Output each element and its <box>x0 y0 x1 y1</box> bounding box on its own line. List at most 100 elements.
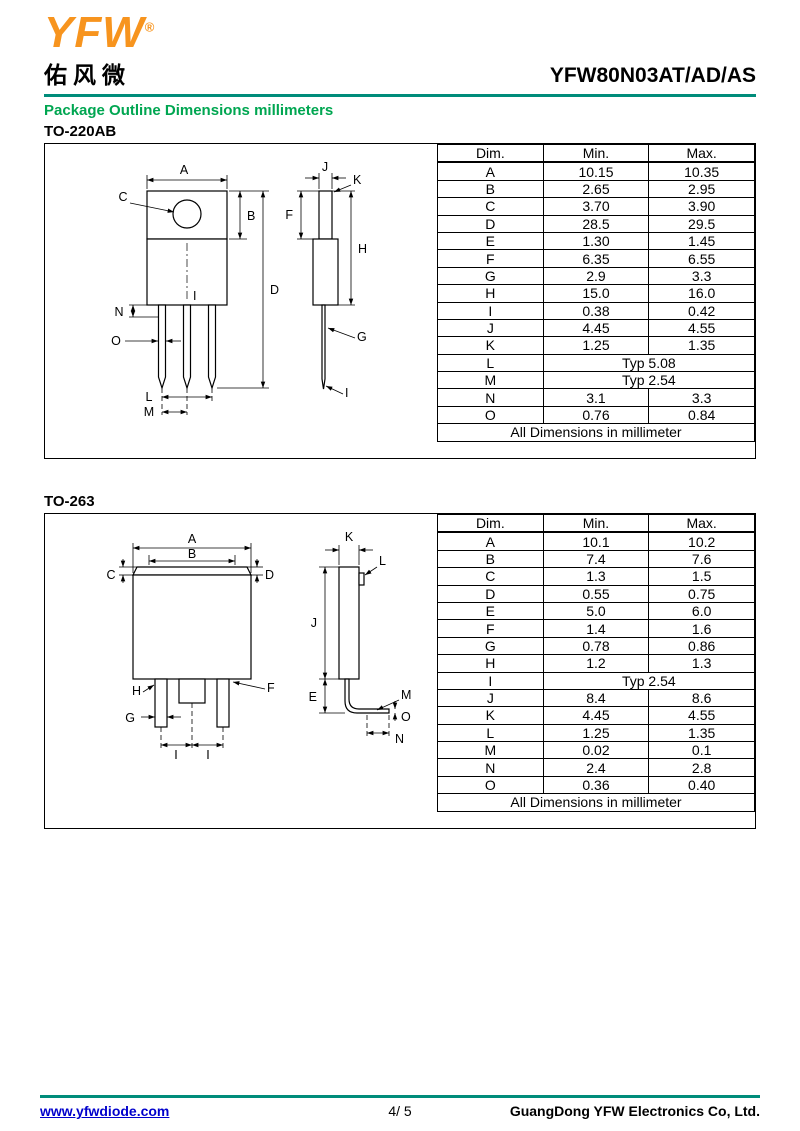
dim-label-f: F <box>285 208 293 222</box>
max-value-cell: 4.55 <box>648 318 755 338</box>
max-value-cell: 6.55 <box>648 249 755 268</box>
dim-cell: G <box>437 636 544 656</box>
to220ab-package-drawing: A C B D N <box>45 144 437 458</box>
max-value-cell: 6.0 <box>648 601 755 621</box>
table-header-row: Dim.Min.Max. <box>437 144 755 164</box>
dim-cell: A <box>437 161 544 181</box>
dim-label-a: A <box>180 163 189 177</box>
max-value-cell: 10.2 <box>648 531 755 551</box>
lead-2 <box>216 678 230 728</box>
part-number-title: YFW80N03AT/AD/AS <box>549 64 756 87</box>
section-heading: Package Outline Dimensions millimeters <box>44 102 334 119</box>
max-value-cell: 3.3 <box>648 388 755 407</box>
min-value-cell: 1.3 <box>542 567 650 586</box>
dim-label-o: O <box>111 334 121 348</box>
table-footer-note: All Dimensions in millimeter <box>437 793 755 812</box>
package-section-to220ab: TO-220AB <box>44 123 756 459</box>
dim-cell: O <box>437 405 544 425</box>
to263-outline-box: A B C D <box>44 513 756 829</box>
max-value-cell: 3.3 <box>648 266 755 286</box>
dim-cell: I <box>437 301 544 320</box>
side-tab-edge <box>358 572 365 586</box>
dim-cell: F <box>437 619 544 638</box>
dim-cell: K <box>437 706 544 725</box>
to220ab-drawing-svg: A C B D N <box>111 160 367 419</box>
min-value-cell: 7.4 <box>542 549 650 569</box>
min-value-cell: 15.0 <box>542 284 650 303</box>
min-value-cell: 2.4 <box>542 758 650 777</box>
dim-cell: D <box>437 214 544 233</box>
page-header: YFW® 佑风微 YFW80N03AT/AD/AS <box>44 11 756 90</box>
min-value-cell: 1.2 <box>542 654 650 673</box>
dim-cell: H <box>437 284 544 303</box>
table-header-cell: Min. <box>542 144 650 164</box>
dim-cell: D <box>437 584 544 603</box>
table-footer-note: All Dimensions in millimeter <box>437 423 755 442</box>
min-value-cell: 6.35 <box>542 249 650 268</box>
min-value-cell: 1.25 <box>542 723 650 743</box>
dim-label-i-front: I <box>193 289 196 303</box>
dim-label-m: M <box>144 405 154 419</box>
min-value-cell: 3.1 <box>542 388 650 407</box>
dim-label-d: D <box>265 568 274 582</box>
dim-cell: G <box>437 266 544 286</box>
max-value-cell: 1.3 <box>648 654 755 673</box>
typ-value-cell: Typ 5.08 <box>542 353 756 373</box>
dim-cell: C <box>437 197 544 216</box>
center-tab <box>178 678 206 704</box>
page-footer: www.yfwdiode.com 4/ 5 GuangDong YFW Elec… <box>40 1091 760 1119</box>
min-value-cell: 2.9 <box>542 266 650 286</box>
min-value-cell: 0.36 <box>542 775 650 795</box>
max-value-cell: 0.84 <box>648 405 755 425</box>
min-value-cell: 0.55 <box>542 584 650 603</box>
lead-1 <box>157 304 167 390</box>
dim-cell: J <box>437 688 544 708</box>
min-value-cell: 1.4 <box>542 619 650 638</box>
dim-label-b: B <box>247 209 255 223</box>
package-section-to263: TO-263 <box>44 493 756 829</box>
dim-cell: H <box>437 654 544 673</box>
min-value-cell: 2.65 <box>542 179 650 199</box>
dim-label-h: H <box>132 684 141 698</box>
dim-label-k: K <box>353 173 362 187</box>
dim-cell: J <box>437 318 544 338</box>
table-header-cell: Min. <box>542 514 650 534</box>
dim-label-k: K <box>345 530 354 544</box>
dim-cell: L <box>437 353 544 373</box>
logo-text: YFW <box>44 8 145 58</box>
dim-label-a: A <box>188 532 197 546</box>
max-value-cell: 0.1 <box>648 741 755 760</box>
website-link[interactable]: www.yfwdiode.com <box>40 1103 170 1119</box>
mounting-hole <box>172 199 202 229</box>
dim-cell: C <box>437 567 544 586</box>
dim-label-i-left: I <box>174 748 177 762</box>
dim-label-i-right: I <box>206 748 209 762</box>
logo-wordmark: YFW® <box>44 11 156 55</box>
min-value-cell: 0.38 <box>542 301 650 320</box>
registered-mark: ® <box>144 19 156 35</box>
max-value-cell: 0.86 <box>648 636 755 656</box>
dim-label-n: N <box>395 732 404 746</box>
max-value-cell: 3.90 <box>648 197 755 216</box>
max-value-cell: 0.42 <box>648 301 755 320</box>
min-value-cell: 0.76 <box>542 405 650 425</box>
side-body <box>338 566 360 680</box>
to220ab-side-view: J K F H G I <box>285 160 367 400</box>
side-lead <box>321 304 326 390</box>
min-value-cell: 1.30 <box>542 231 650 251</box>
